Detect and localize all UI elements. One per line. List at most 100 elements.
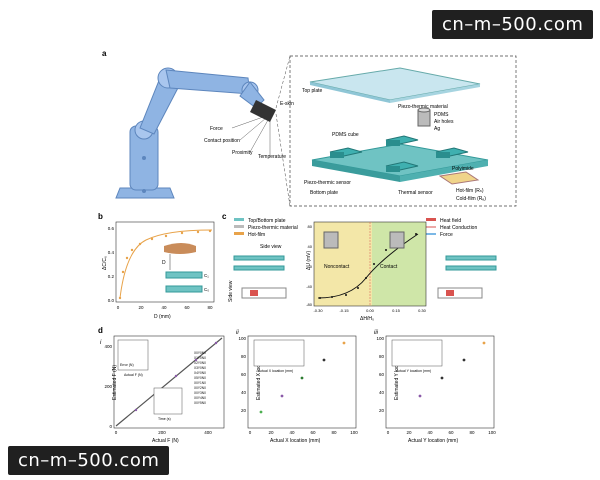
label-pdms: PDMS (434, 112, 449, 118)
svg-text:0.6: 0.6 (108, 226, 115, 231)
panel-c-figure: c Top/Bottom plate Piezo-thermic materia… (222, 212, 497, 322)
panel-d-letter: d (98, 326, 103, 335)
svg-text:-0.15: -0.15 (339, 308, 349, 313)
svg-text:40: 40 (308, 244, 313, 249)
svg-text:X5Y0N0: X5Y0N0 (194, 376, 206, 380)
watermark-top: cn–m–500.com (432, 10, 594, 39)
robot-arm (115, 67, 276, 199)
svg-text:Estimated F (N): Estimated F (N) (112, 365, 118, 400)
label-bottom-plate: Bottom plate (310, 190, 338, 196)
svg-text:20: 20 (406, 430, 412, 435)
svg-text:-40: -40 (306, 284, 313, 289)
svg-text:80: 80 (331, 430, 337, 435)
svg-text:Actual F (N): Actual F (N) (124, 373, 143, 377)
svg-text:X0Y0N0: X0Y0N0 (194, 351, 206, 355)
svg-text:0: 0 (117, 305, 120, 310)
svg-text:Hot-film: Hot-film (248, 232, 265, 238)
svg-text:Noncontact: Noncontact (324, 264, 350, 270)
svg-text:ΔH/H₀: ΔH/H₀ (360, 316, 374, 322)
panel-a-letter: a (102, 49, 107, 58)
eskin-label: E-skin (280, 101, 294, 107)
panel-a-figure: a E-skin Force Contact position Proximit… (102, 49, 517, 207)
label-cold-film: Cold-film (Rₑ) (456, 196, 486, 202)
svg-text:Contact: Contact (380, 264, 398, 270)
svg-text:60: 60 (241, 372, 247, 377)
svg-text:Force: Force (440, 232, 453, 238)
panel-b-letter: b (98, 212, 103, 221)
svg-text:40: 40 (427, 430, 433, 435)
svg-text:20: 20 (241, 408, 247, 413)
label-contact-position: Contact position (204, 138, 240, 144)
panel-b-ylabel: ΔC/C₀ (102, 256, 108, 270)
svg-text:20: 20 (138, 305, 144, 310)
svg-text:0: 0 (387, 430, 390, 435)
svg-text:ΔU (mV): ΔU (mV) (306, 250, 312, 270)
svg-text:0: 0 (310, 264, 313, 269)
svg-text:400: 400 (104, 344, 112, 349)
svg-text:Piezo-thermic material: Piezo-thermic material (248, 225, 298, 231)
svg-text:X0Y1N0: X0Y1N0 (194, 381, 206, 385)
svg-text:-0.30: -0.30 (313, 308, 323, 313)
svg-text:X2Y0N0: X2Y0N0 (194, 361, 206, 365)
panel-b-c1: C₁ (204, 273, 209, 278)
svg-text:X0Y5N0: X0Y5N0 (194, 401, 206, 405)
svg-text:Actual X location (mm): Actual X location (mm) (258, 369, 293, 373)
svg-text:20: 20 (379, 408, 385, 413)
label-piezo-material: Piezo-thermic material (398, 104, 448, 110)
svg-text:i: i (100, 340, 102, 346)
label-air-holes: Air holes (434, 119, 454, 125)
watermark-bottom: cn–m–500.com (8, 446, 170, 475)
svg-text:X0Y3N0: X0Y3N0 (194, 391, 206, 395)
label-top-plate: Top plate (302, 88, 323, 94)
svg-text:Top/Bottom plate: Top/Bottom plate (248, 218, 286, 224)
svg-text:0.2: 0.2 (108, 274, 115, 279)
svg-text:Actual Y location (mm): Actual Y location (mm) (396, 369, 431, 373)
svg-text:Actual X location (mm): Actual X location (mm) (270, 438, 321, 444)
svg-text:Side view: Side view (260, 244, 282, 250)
svg-text:X0Y4N0: X0Y4N0 (194, 396, 206, 400)
svg-text:X3Y0N0: X3Y0N0 (194, 366, 206, 370)
label-hot-film: Hot-film (Rₕ) (456, 188, 484, 194)
svg-text:0.15: 0.15 (392, 308, 401, 313)
svg-text:80: 80 (308, 224, 313, 229)
svg-text:Heat Conduction: Heat Conduction (440, 225, 477, 231)
svg-text:0.4: 0.4 (108, 250, 115, 255)
panel-b-c0: C₀ (204, 287, 209, 292)
svg-text:40: 40 (241, 390, 247, 395)
svg-text:80: 80 (379, 354, 385, 359)
svg-text:-80: -80 (306, 302, 313, 307)
svg-text:Time (s): Time (s) (158, 417, 171, 421)
svg-text:60: 60 (310, 430, 316, 435)
svg-text:X1Y0N0: X1Y0N0 (194, 356, 206, 360)
svg-text:Actual F (N): Actual F (N) (152, 438, 179, 444)
svg-text:0: 0 (115, 430, 118, 435)
svg-text:0: 0 (249, 430, 252, 435)
svg-text:0.00: 0.00 (366, 308, 375, 313)
svg-text:0.30: 0.30 (418, 308, 427, 313)
svg-text:80: 80 (207, 305, 213, 310)
panel-d-figure: d i Estimated F (N) Actual F (N) 0 200 4… (98, 326, 496, 444)
svg-text:60: 60 (184, 305, 190, 310)
svg-text:40: 40 (289, 430, 295, 435)
svg-text:100: 100 (488, 430, 496, 435)
svg-text:60: 60 (379, 372, 385, 377)
svg-text:20: 20 (268, 430, 274, 435)
svg-text:60: 60 (448, 430, 454, 435)
svg-text:Estimated X location (mm): Estimated X location (mm) (256, 341, 262, 400)
svg-text:X4Y0N0: X4Y0N0 (194, 371, 206, 375)
svg-text:Side view: Side view (228, 280, 234, 302)
svg-text:400: 400 (204, 430, 212, 435)
svg-text:iii: iii (374, 330, 379, 336)
svg-text:X0Y2N0: X0Y2N0 (194, 386, 206, 390)
panel-b-chart: b ΔC/C₀ D (mm) 0 20 40 60 80 0.0 0.2 0.4… (98, 212, 215, 320)
svg-text:100: 100 (350, 430, 358, 435)
panel-b-xlabel: D (mm) (154, 314, 171, 320)
svg-text:Heat field: Heat field (440, 218, 461, 224)
label-temperature: Temperature (258, 154, 286, 160)
svg-text:200: 200 (104, 384, 112, 389)
svg-text:Actual Y location (mm): Actual Y location (mm) (408, 438, 458, 444)
svg-text:Estimated Y location (mm): Estimated Y location (mm) (394, 341, 400, 400)
label-force: Force (210, 126, 223, 132)
panel-c-letter: c (222, 212, 227, 221)
svg-text:ii: ii (236, 330, 239, 336)
